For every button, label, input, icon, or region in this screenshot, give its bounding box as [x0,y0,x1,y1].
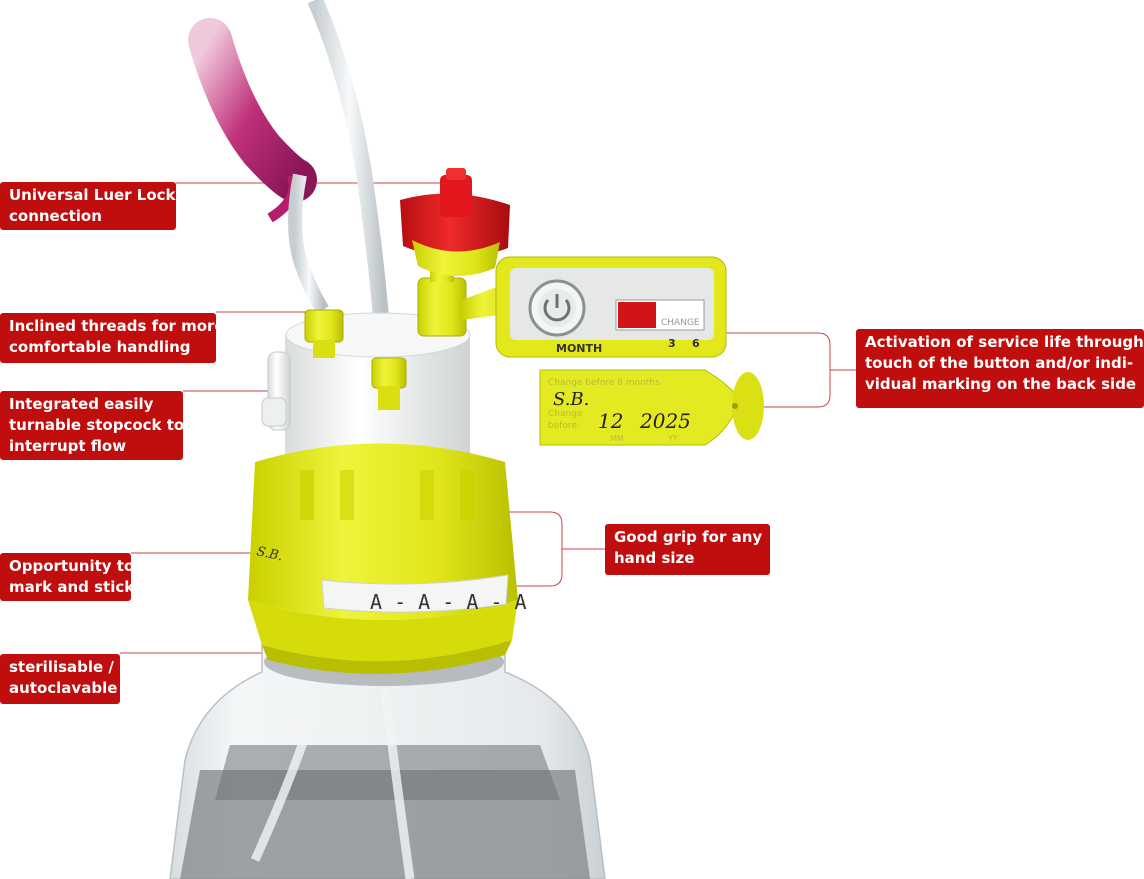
indicator-change-label: CHANGE [661,318,700,328]
callout-line: autoclavable [9,679,118,697]
yellow-cap [248,443,518,674]
callout-line: Good grip for any [614,528,763,546]
callout-stopcock: Integrated easily turnable stopcock to i… [0,391,185,460]
marking-tag [539,369,764,446]
tag-field-yy: YY [667,434,678,443]
tag-handwritten-year: 2025 [639,409,691,433]
callout-mark: Opportunity to mark and stick [0,553,135,601]
cap-handwritten-initials: S.B. [255,544,284,564]
tag-printed-line-3: before: [548,421,580,431]
callout-line: comfortable handling [9,338,191,356]
tag-field-mm: MM [610,434,624,443]
callout-grip: Good grip for any hand size [605,524,770,575]
cap-label-text: A - A - A - A [370,590,527,614]
tubing [188,0,392,356]
tag-printed-line-1: Change before 6 months [548,378,660,388]
callout-threads: Inclined threads for more comfortable ha… [0,313,225,363]
service-indicator [495,256,727,358]
callout-line: Inclined threads for more [9,317,225,335]
callout-line: turnable stopcock to [9,416,185,434]
callout-line: Opportunity to [9,557,135,575]
callout-line: mark and stick [9,578,135,596]
callout-line: touch of the button and/or indi- [865,354,1134,372]
tag-printed-line-2: Change [548,409,583,419]
tag-handwritten-month: 12 [598,409,623,433]
indicator-month-label: MONTH [556,342,602,355]
callout-line: connection [9,207,102,225]
callout-sterilisable: sterilisable / autoclavable [0,654,120,704]
callout-line: sterilisable / [9,658,114,676]
indicator-option-3: 3 [668,337,676,350]
callout-line: Universal Luer Lock [9,186,176,204]
callout-line: Activation of service life through [865,333,1144,351]
callout-line: Integrated easily [9,395,154,413]
callout-luer-lock: Universal Luer Lock connection [0,182,176,230]
callout-line: vidual marking on the back side [865,375,1137,393]
callout-line: hand size [614,549,695,567]
callout-line: interrupt flow [9,437,127,455]
callout-service-life: Activation of service life through touch… [856,329,1144,408]
power-icon [543,299,571,322]
indicator-option-6: 6 [692,337,700,350]
tag-handwritten-initials: S.B. [553,389,589,410]
luer-lock [400,168,510,277]
